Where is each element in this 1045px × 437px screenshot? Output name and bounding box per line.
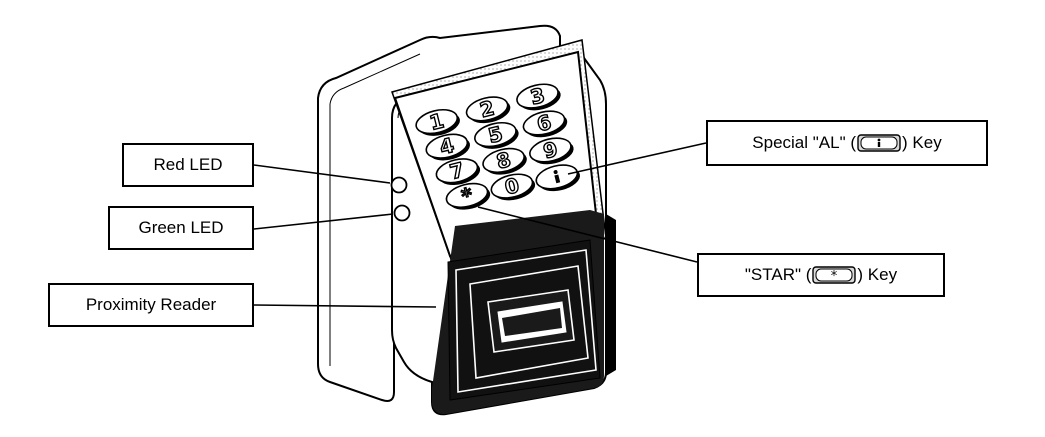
al-key-icon xyxy=(857,134,901,152)
keypad-key-4: 4 xyxy=(425,132,471,161)
red-led-callout: Red LED xyxy=(122,143,254,187)
svg-text:*: * xyxy=(831,269,838,284)
red-led xyxy=(390,176,408,194)
green-led xyxy=(393,204,411,222)
al-key-callout: Special "AL" ( ) Key xyxy=(706,120,988,166)
red-led-label-text: Red LED xyxy=(153,155,223,174)
proximity-reader-callout: Proximity Reader xyxy=(48,283,254,327)
leader-lines xyxy=(253,142,707,308)
keypad-key-3: 3 xyxy=(516,82,561,111)
al-key-label-suffix: ) Key xyxy=(902,133,942,152)
green-led-label-text: Green LED xyxy=(138,218,224,237)
red-led-leader xyxy=(253,164,391,184)
star-key-label-suffix: ) Key xyxy=(857,265,898,284)
green-led-callout: Green LED xyxy=(108,206,254,250)
keypad-key-0: 0 xyxy=(490,172,536,201)
star-key-icon: * xyxy=(812,266,857,284)
keypad-key-label: 8 xyxy=(494,147,513,174)
keypad-key-8: 8 xyxy=(482,146,527,175)
keypad-key-9: 9 xyxy=(529,136,574,165)
keypad-key-label: 1 xyxy=(427,108,446,135)
keypad-key-label: 0 xyxy=(502,173,521,200)
star-key-label-prefix: "STAR" ( xyxy=(744,265,812,284)
keypad-key-star: * xyxy=(445,182,491,210)
star-key-callout: "STAR" ( * ) Key xyxy=(697,253,945,297)
keypad-key-2: 2 xyxy=(465,95,511,124)
keypad-key-label: 9 xyxy=(541,137,560,164)
al-key-label-prefix: Special "AL" ( xyxy=(752,133,857,152)
keypad-key-label: 4 xyxy=(437,133,456,160)
keypad-key-label: 6 xyxy=(534,110,553,137)
keypad-key-label: 7 xyxy=(447,157,466,184)
al-key-leader xyxy=(567,142,707,175)
keypad-keys: 1 2 3 4 5 6 7 8 9 * 0 xyxy=(415,82,581,210)
proximity-reader xyxy=(432,210,616,415)
proximity-reader-leader xyxy=(253,304,437,308)
keypad-key-6: 6 xyxy=(522,109,568,138)
keypad-key-label: 2 xyxy=(477,96,496,123)
green-led-leader xyxy=(253,213,394,230)
keypad-key-1: 1 xyxy=(415,108,460,136)
star-key-leader xyxy=(477,206,698,263)
keypad-key-label: 3 xyxy=(528,83,547,110)
proximity-reader-label-text: Proximity Reader xyxy=(85,295,217,314)
keypad-key-7: 7 xyxy=(435,157,481,186)
keypad-key-label: 5 xyxy=(486,121,505,148)
keypad-key-5: 5 xyxy=(474,121,519,149)
